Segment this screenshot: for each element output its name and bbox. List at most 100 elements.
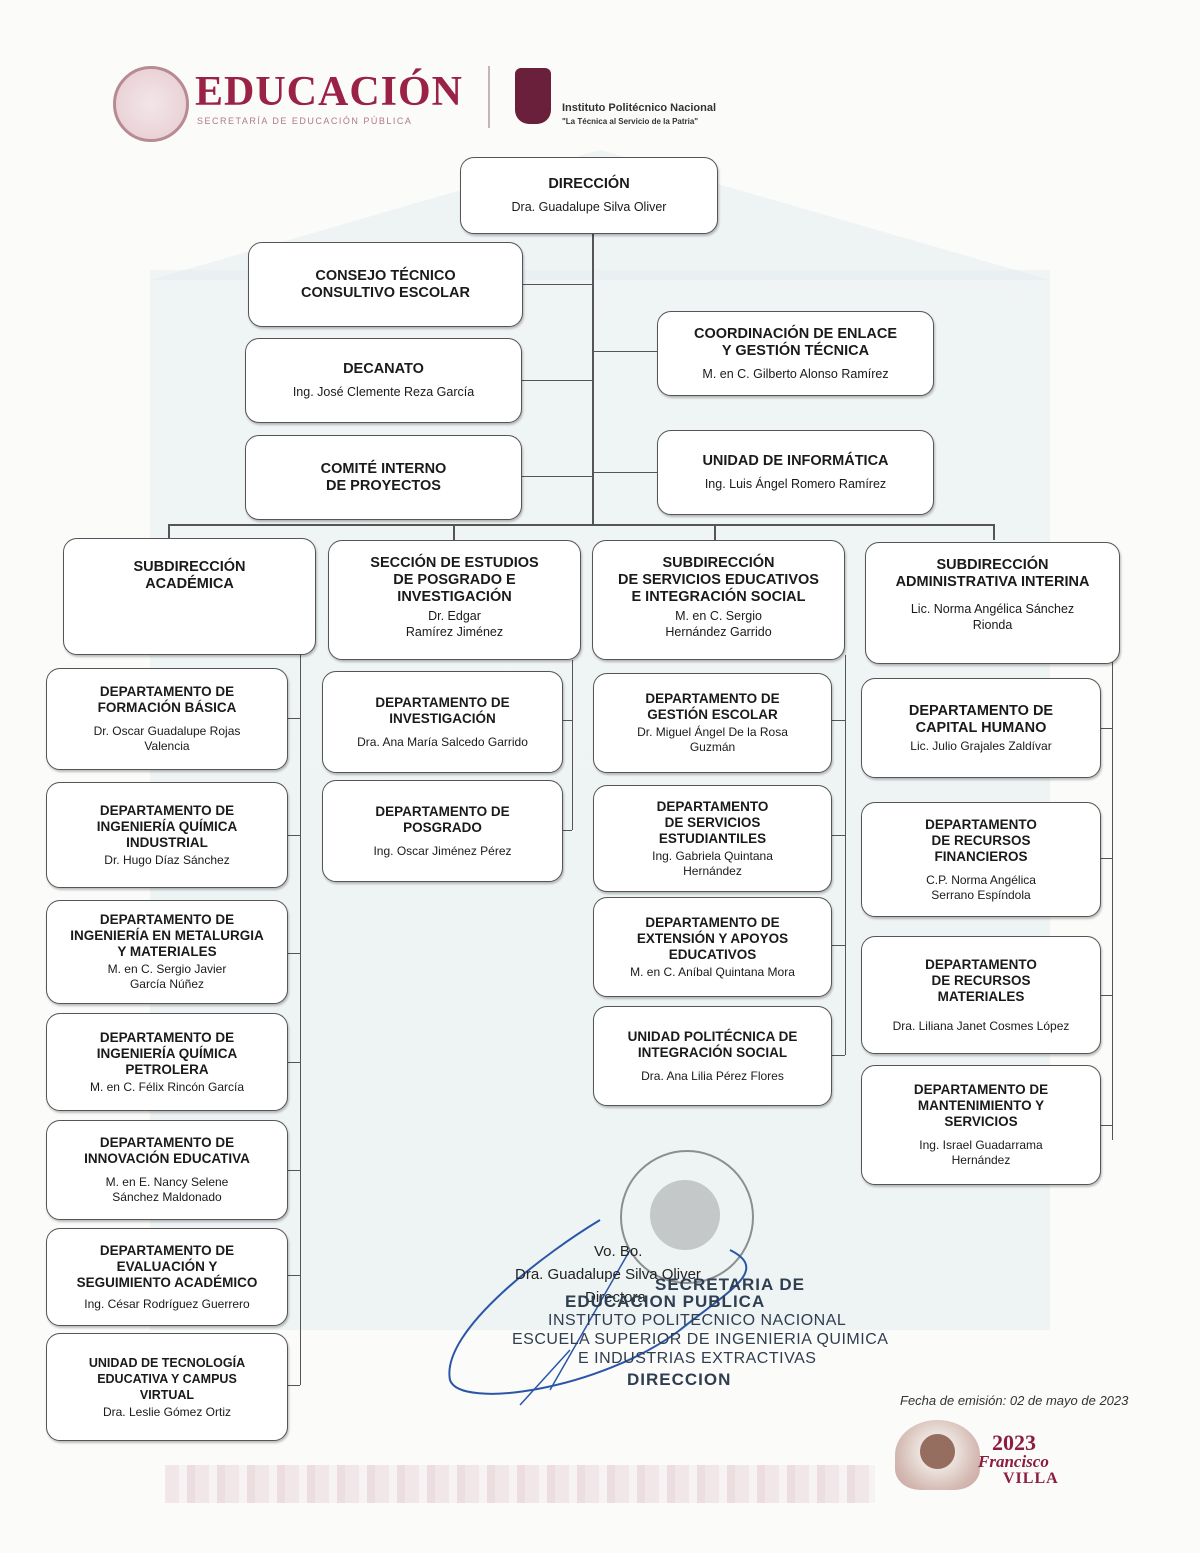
tick-academica-7 <box>288 1385 300 1386</box>
informatica-name: Ing. Luis Ángel Romero Ramírez <box>704 477 887 491</box>
ipn-logo <box>515 68 551 124</box>
sub-servicios-title: SUBDIRECCIÓN DE SERVICIOS EDUCATIVOS E I… <box>618 555 819 605</box>
dept-title: DEPARTAMENTO DE INNOVACIÓN EDUCATIVA <box>84 1135 250 1166</box>
tick-posgrado-2 <box>563 830 572 831</box>
tick-academica-4 <box>288 1062 300 1063</box>
box-dept-gestion-escolar: DEPARTAMENTO DE GESTIÓN ESCOLAR Dr. Migu… <box>593 673 832 773</box>
sub-servicios-name: M. en C. Sergio Hernández Garrido <box>665 609 772 639</box>
box-dept-recursos-materiales: DEPARTAMENTO DE RECURSOS MATERIALES Dra.… <box>861 936 1101 1054</box>
stamp-line6: DIRECCION <box>627 1370 732 1389</box>
direccion-title: DIRECCIÓN <box>548 176 630 192</box>
connector-main-trunk <box>592 232 594 526</box>
connector-sub-administrativa <box>993 524 995 540</box>
stamp-line5: E INDUSTRIAS EXTRACTIVAS <box>578 1350 817 1367</box>
villa-year: 2023 <box>992 1430 1036 1455</box>
box-dept-formacion-basica: DEPARTAMENTO DE FORMACIÓN BÁSICA Dr. Osc… <box>46 668 288 770</box>
signer-name: Dra. Guadalupe Silva Oliver <box>515 1266 701 1283</box>
box-dept-iq-industrial: DEPARTAMENTO DE INGENIERÍA QUÍMICA INDUS… <box>46 782 288 888</box>
box-unidad-tecnologia: UNIDAD DE TECNOLOGÍA EDUCATIVA Y CAMPUS … <box>46 1333 288 1441</box>
tick-servicios-3 <box>832 945 845 946</box>
box-seccion-posgrado: SECCIÓN DE ESTUDIOS DE POSGRADO E INVEST… <box>328 540 581 660</box>
box-unidad-integracion-social: UNIDAD POLITÉCNICA DE INTEGRACIÓN SOCIAL… <box>593 1006 832 1106</box>
box-consejo: CONSEJO TÉCNICO CONSULTIVO ESCOLAR <box>248 242 523 327</box>
box-sub-administrativa: SUBDIRECCIÓN ADMINISTRATIVA INTERINA Lic… <box>865 542 1120 664</box>
connector-consejo <box>522 284 592 285</box>
box-sub-academica: SUBDIRECCIÓN ACADÉMICA <box>63 538 316 655</box>
box-dept-investigacion: DEPARTAMENTO DE INVESTIGACIÓN Dra. Ana M… <box>322 671 563 773</box>
box-dept-iq-petrolera: DEPARTAMENTO DE INGENIERÍA QUÍMICA PETRO… <box>46 1013 288 1111</box>
eagle-emblem-icon <box>650 1180 720 1250</box>
footer-decorative-band <box>165 1465 875 1503</box>
comite-title: COMITÉ INTERNO DE PROYECTOS <box>320 460 447 494</box>
dept-title: DEPARTAMENTO DE RECURSOS FINANCIEROS <box>925 816 1037 864</box>
tick-academica-3 <box>288 953 300 954</box>
dept-title: DEPARTAMENTO DE EVALUACIÓN Y SEGUIMIENTO… <box>76 1242 258 1290</box>
box-dept-innovacion: DEPARTAMENTO DE INNOVACIÓN EDUCATIVA M. … <box>46 1120 288 1220</box>
issue-date: Fecha de emisión: 02 de mayo de 2023 <box>900 1393 1129 1408</box>
dept-title: DEPARTAMENTO DE RECURSOS MATERIALES <box>925 956 1037 1004</box>
signer-role: Directora <box>585 1289 646 1306</box>
dept-title: DEPARTAMENTO DE INVESTIGACIÓN <box>375 694 510 726</box>
tick-servicios-2 <box>832 835 845 836</box>
decanato-name: Ing. José Clemente Reza García <box>292 385 475 399</box>
ipn-motto: "La Técnica al Servicio de la Patria" <box>562 117 699 126</box>
header-divider <box>488 66 490 128</box>
informatica-title: UNIDAD DE INFORMÁTICA <box>702 453 889 469</box>
box-decanato: DECANATO Ing. José Clemente Reza García <box>245 338 522 423</box>
dept-head: M. en C. Félix Rincón García <box>89 1079 245 1094</box>
dept-head: M. en C. Aníbal Quintana Mora <box>630 964 795 979</box>
dept-head: Ing. César Rodríguez Guerrero <box>84 1296 250 1311</box>
edu-subtitle: SECRETARÍA DE EDUCACIÓN PÚBLICA <box>197 116 413 126</box>
dept-title: DEPARTAMENTO DE POSGRADO <box>375 803 510 835</box>
dept-head: Lic. Julio Grajales Zaldívar <box>910 738 1052 753</box>
box-dept-extension: DEPARTAMENTO DE EXTENSIÓN Y APOYOS EDUCA… <box>593 897 832 997</box>
tick-posgrado-1 <box>563 720 572 721</box>
box-direccion: DIRECCIÓN Dra. Guadalupe Silva Oliver <box>460 157 718 234</box>
box-dept-posgrado: DEPARTAMENTO DE POSGRADO Ing. Oscar Jimé… <box>322 780 563 882</box>
tick-administrativa-4 <box>1101 1125 1112 1126</box>
villa-surname: VILLA <box>1003 1470 1059 1487</box>
box-dept-capital-humano: DEPARTAMENTO DE CAPITAL HUMANO Lic. Juli… <box>861 678 1101 778</box>
tick-academica-1 <box>288 718 300 719</box>
tick-administrativa-1 <box>1101 728 1112 729</box>
box-sub-servicios: SUBDIRECCIÓN DE SERVICIOS EDUCATIVOS E I… <box>592 540 845 660</box>
dept-head: Dr. Hugo Díaz Sánchez <box>104 852 230 867</box>
dept-title: DEPARTAMENTO DE INGENIERÍA EN METALURGIA… <box>70 912 264 959</box>
francisco-villa-portrait-icon <box>895 1420 980 1490</box>
dept-head: M. en C. Sergio Javier García Núñez <box>107 962 227 991</box>
connector-coordinacion <box>594 351 657 352</box>
stamp-line2: EDUCACION PUBLICA <box>565 1292 766 1311</box>
coordinacion-name: M. en C. Gilberto Alonso Ramírez <box>702 366 889 381</box>
box-dept-metalurgia: DEPARTAMENTO DE INGENIERÍA EN METALURGIA… <box>46 900 288 1004</box>
villa-name: Francisco <box>978 1452 1049 1471</box>
dept-head: Dra. Ana María Salcedo Garrido <box>357 734 528 749</box>
tick-academica-2 <box>288 835 300 836</box>
dept-head: Dra. Ana Lilia Pérez Flores <box>641 1068 784 1083</box>
connector-subdirecciones-bar <box>168 524 995 526</box>
dept-head: Dra. Liliana Janet Cosmes López <box>892 1018 1070 1033</box>
sub-administrativa-title: SUBDIRECCIÓN ADMINISTRATIVA INTERINA <box>895 557 1090 590</box>
tick-academica-6 <box>288 1275 300 1276</box>
sub-administrativa-name: Lic. Norma Angélica Sánchez Rionda <box>910 602 1075 632</box>
dept-head: Dr. Oscar Guadalupe Rojas Valencia <box>93 724 241 753</box>
national-seal-icon <box>620 1150 754 1284</box>
edu-title: EDUCACIÓN <box>195 69 464 115</box>
tick-academica-5 <box>288 1170 300 1171</box>
box-dept-mantenimiento: DEPARTAMENTO DE MANTENIMIENTO Y SERVICIO… <box>861 1065 1101 1185</box>
coordinacion-title: COORDINACIÓN DE ENLACE Y GESTIÓN TÉCNICA <box>693 325 897 359</box>
dept-title: DEPARTAMENTO DE INGENIERÍA QUÍMICA INDUS… <box>96 802 238 850</box>
dept-head: Dra. Leslie Gómez Ortiz <box>102 1404 232 1419</box>
seccion-posgrado-name: Dr. Edgar Ramírez Jiménez <box>405 609 504 639</box>
box-informatica: UNIDAD DE INFORMÁTICA Ing. Luis Ángel Ro… <box>657 430 934 515</box>
vobo-label: Vo. Bo. <box>594 1243 643 1260</box>
stamp-line1: SECRETARIA DE <box>655 1275 805 1294</box>
dept-head: Ing. Gabriela Quintana Hernández <box>652 848 773 878</box>
spine-academica <box>300 655 301 1385</box>
dept-title: UNIDAD POLITÉCNICA DE INTEGRACIÓN SOCIAL <box>627 1028 798 1060</box>
spine-servicios <box>845 655 846 1055</box>
dept-title: DEPARTAMENTO DE INGENIERÍA QUÍMICA PETRO… <box>96 1029 238 1077</box>
tick-servicios-4 <box>832 1055 845 1056</box>
box-dept-evaluacion: DEPARTAMENTO DE EVALUACIÓN Y SEGUIMIENTO… <box>46 1228 288 1326</box>
dept-head: Ing. Oscar Jiménez Pérez <box>373 843 512 858</box>
dept-title: DEPARTAMENTO DE FORMACIÓN BÁSICA <box>97 684 237 715</box>
